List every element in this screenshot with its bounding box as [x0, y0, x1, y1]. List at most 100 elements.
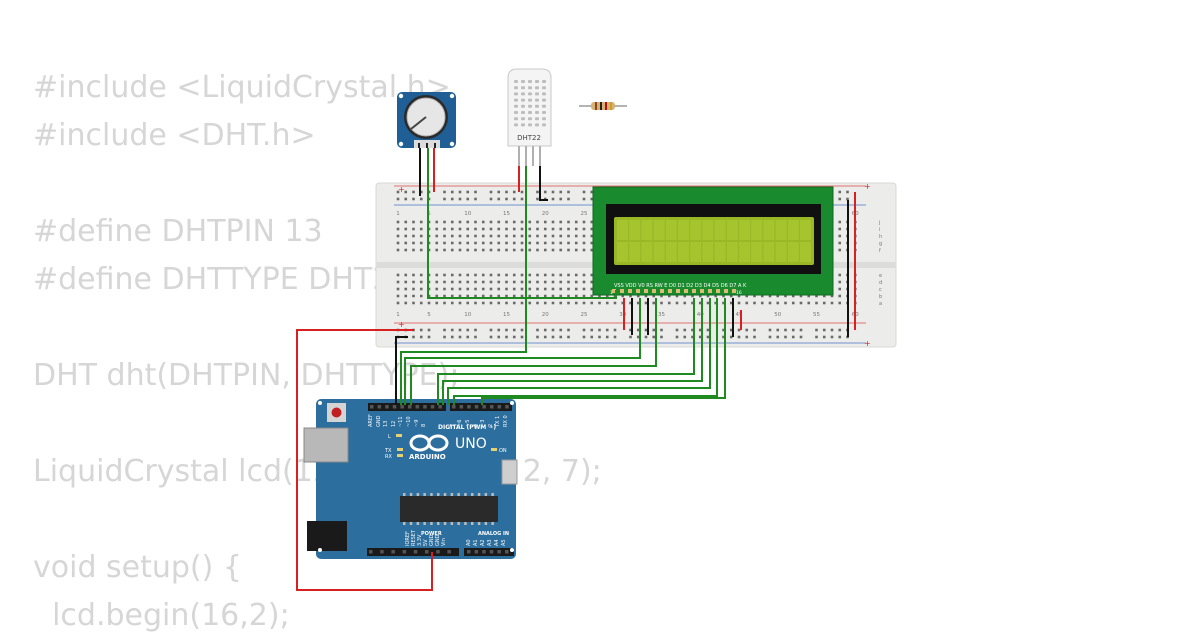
wire-pot-wiper — [427, 148, 617, 299]
rx-led-label: RX — [385, 454, 392, 460]
digital-pin-label: GND — [376, 415, 382, 427]
code-line: DHT dht(DHTPIN, DHTTYPE); — [33, 358, 460, 393]
tx-led — [397, 448, 403, 451]
rail-plus-label: + — [864, 182, 871, 191]
dht22-label: DHT22 — [517, 134, 541, 142]
digital-label: DIGITAL (PWM ~) — [438, 424, 496, 431]
wire-rail-5v — [296, 329, 433, 591]
row-letter: f — [879, 248, 881, 254]
row-letter: d — [879, 280, 882, 286]
power-pin-label: 5V — [423, 539, 429, 546]
digital-pin-label: 13 — [383, 421, 389, 427]
column-number: 50 — [774, 312, 781, 318]
tx-led-label: TX — [384, 448, 392, 454]
code-line: #include <DHT.h> — [33, 118, 316, 153]
digital-pin-label: 4 — [473, 424, 479, 427]
analog-pin-label: A4 — [494, 539, 500, 546]
on-led-label: ON — [499, 448, 507, 454]
wires[interactable] — [296, 148, 856, 591]
rail-plus-label: + — [398, 185, 405, 194]
code-line: lcd.begin(16,2); — [33, 598, 290, 633]
wire-lcd-rs — [404, 298, 641, 405]
digital-pin-label: 12 — [391, 421, 397, 427]
row-letter: c — [879, 287, 882, 293]
lcd-16x2[interactable]: VSS VDD V0 RS RW E D0 D1 D2 D3 D4 D5 D6 … — [592, 186, 834, 296]
lcd-pin-1-label: 1 — [610, 290, 613, 296]
wire-lcd-d5 — [442, 298, 703, 405]
digital-pin-label: 2 — [488, 424, 494, 427]
rx-led — [397, 454, 403, 457]
on-led — [491, 448, 497, 451]
wire-lcd-d7 — [453, 298, 718, 405]
column-number: 45 — [736, 312, 743, 318]
digital-pin-label: TX 1 — [495, 416, 501, 428]
power-label: POWER — [421, 531, 442, 537]
power-header[interactable] — [367, 548, 459, 556]
column-number: 25 — [581, 211, 588, 217]
column-number: 5 — [427, 312, 431, 318]
column-number: 55 — [813, 312, 820, 318]
wire-rail-gnd — [395, 336, 408, 405]
power-pin-label: GND — [429, 534, 435, 546]
wire-dht-data — [400, 166, 527, 405]
row-letter: h — [879, 234, 882, 240]
code-line: void setup() { — [33, 550, 242, 585]
lcd-pin-labels: VSS VDD V0 RS RW E D0 D1 D2 D3 D4 D5 D6 … — [614, 283, 747, 289]
dht22-grille — [514, 80, 546, 127]
row-letter: e — [879, 273, 882, 279]
power-pin-label: RESET — [411, 529, 417, 546]
power-pin-label: GND — [435, 534, 441, 546]
analog-label: ANALOG IN — [478, 531, 509, 537]
digital-pin-label: ~9 — [414, 420, 420, 427]
row-letter: a — [879, 301, 882, 307]
wire-lcd-e — [410, 298, 657, 405]
arduino-infinity-logo — [409, 434, 449, 452]
column-number: 20 — [542, 211, 549, 217]
column-number: 35 — [658, 312, 665, 318]
column-number: 5 — [427, 211, 431, 217]
reset-button[interactable] — [331, 407, 342, 418]
code-line: #define DHTPIN 13 — [33, 214, 323, 249]
l-led — [396, 434, 402, 437]
analog-pin-label: A3 — [487, 539, 493, 546]
column-number: 15 — [503, 312, 510, 318]
lcd-character-cells — [617, 220, 811, 262]
column-number: 15 — [503, 211, 510, 217]
lcd-pin-header[interactable] — [612, 289, 736, 293]
column-number: 10 — [464, 211, 471, 217]
icsp-header — [501, 459, 518, 485]
digital-pin-label: ~6 — [457, 420, 463, 427]
row-letter: b — [879, 294, 882, 300]
arduino-brand: ARDUINO — [409, 453, 446, 461]
wire-dht-gnd — [539, 166, 548, 201]
analog-pin-label: A5 — [501, 539, 507, 546]
column-number: 30 — [619, 312, 626, 318]
wire-lcd-d6 — [447, 298, 711, 405]
digital-pin-label: ~10 — [406, 416, 412, 427]
digital-pin-label: 8 — [421, 424, 427, 427]
row-letter: j — [878, 220, 880, 226]
analog-pin-label: A1 — [473, 539, 479, 546]
wire-lcd-d7-b — [481, 298, 726, 405]
row-letter: i — [879, 227, 880, 233]
column-number: 1 — [396, 312, 400, 318]
rail-plus-label: + — [398, 320, 405, 329]
column-number: 1 — [396, 211, 400, 217]
digital-pin-label: ~5 — [465, 420, 471, 427]
analog-header[interactable] — [464, 548, 514, 556]
column-number: 25 — [581, 312, 588, 318]
power-pin-label: 3.3V — [417, 534, 423, 546]
analog-pin-label: A2 — [480, 539, 486, 546]
resistor[interactable] — [579, 102, 627, 110]
potentiometer[interactable] — [397, 92, 456, 148]
rail-plus-label: + — [864, 339, 871, 348]
dht22-sensor[interactable]: DHT22 — [507, 68, 552, 166]
l-led-label: L — [388, 434, 391, 440]
lcd-pin-16-label: 16 — [736, 290, 742, 296]
digital-pin-label: ~3 — [480, 420, 486, 427]
digital-header-right[interactable] — [450, 403, 512, 411]
digital-header-left[interactable] — [368, 403, 446, 411]
